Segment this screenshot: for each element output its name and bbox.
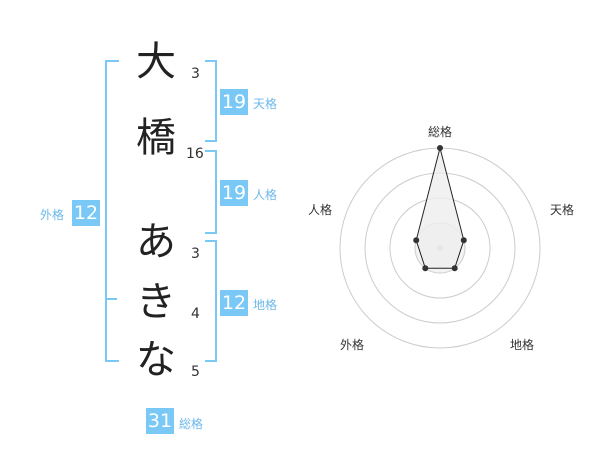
stroke-count-1: 3: [191, 66, 200, 82]
tenkaku-value-badge: 19: [220, 89, 248, 115]
tenkaku-bracket: [205, 60, 217, 142]
chikaku-value-badge: 12: [220, 290, 248, 316]
stroke-count-4: 4: [191, 306, 200, 322]
radar-point-2: [460, 237, 467, 244]
radar-point-5: [413, 237, 420, 244]
radar-label-tenkaku: 天格: [550, 203, 575, 217]
name-char-1: 大: [136, 39, 176, 85]
name-char-4: き: [136, 279, 176, 325]
radar-point-3: [451, 265, 458, 272]
chikaku-label: 地格: [253, 298, 278, 312]
soukaku-label: 総格: [179, 417, 204, 431]
stroke-count-5: 5: [191, 364, 200, 380]
radar-polygon: [415, 147, 465, 269]
radar-label-soukaku: 総格: [428, 125, 453, 139]
soukaku-value-badge: 31: [146, 408, 174, 434]
name-char-3: あ: [136, 219, 176, 265]
jinkaku-value-badge: 19: [220, 180, 248, 206]
radar-label-chikaku: 地格: [510, 338, 535, 352]
name-char-2: 橋: [136, 115, 176, 161]
tenkaku-label: 天格: [253, 97, 278, 111]
chikaku-bracket: [205, 240, 217, 362]
name-char-5: な: [136, 337, 176, 383]
gaikaku-bracket-divider: [105, 298, 117, 300]
radar-point-1: [437, 145, 443, 151]
radar-point-4: [422, 265, 429, 272]
gaikaku-value-badge: 12: [72, 200, 100, 226]
gaikaku-bracket: [105, 60, 119, 362]
radar-label-gaikaku: 外格: [340, 338, 365, 352]
jinkaku-bracket: [205, 150, 217, 234]
stroke-count-2: 16: [186, 146, 204, 162]
radar-chart: [339, 145, 541, 349]
stroke-count-3: 3: [191, 246, 200, 262]
radar-label-jinkaku: 人格: [308, 203, 333, 217]
jinkaku-label: 人格: [253, 188, 278, 202]
gaikaku-label: 外格: [40, 208, 65, 222]
